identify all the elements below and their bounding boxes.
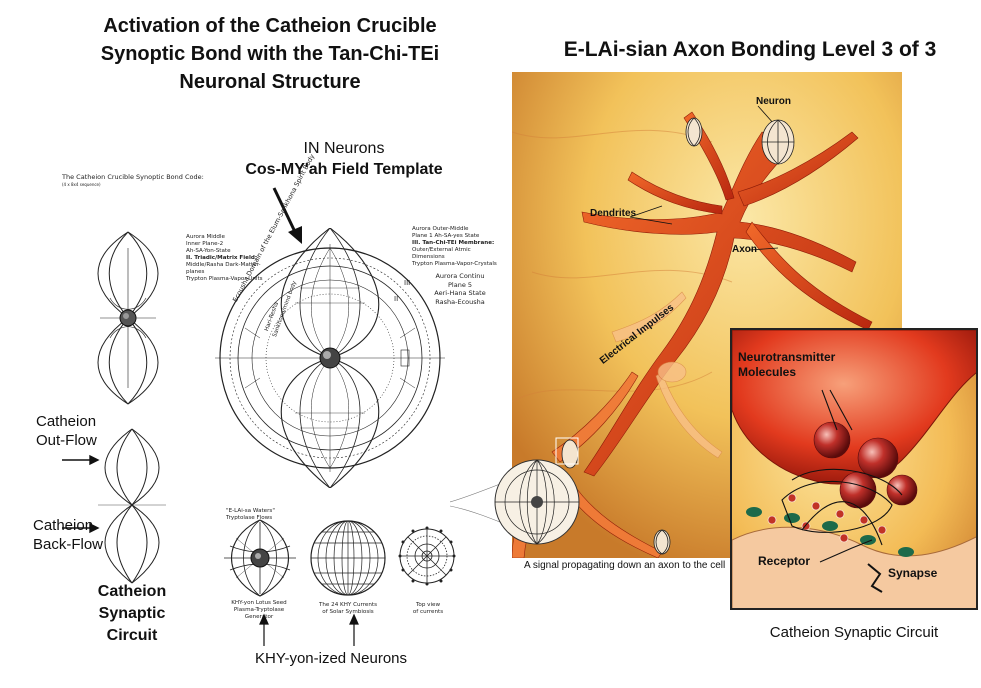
elaisa-waters-note: "E-LAi-sa Waters" Tryptolase Flows <box>226 508 306 522</box>
field-note-left-5: Middle/Rasha Dark-Matter-planes <box>186 262 261 275</box>
bond-code-note: The Catheion Crucible Synoptic Bond Code… <box>62 174 252 188</box>
inset-caption: Catheion Synaptic Circuit <box>769 624 939 641</box>
field-note-mid-1: Aurora Continu <box>435 272 485 280</box>
zoomed-crucible-overlay <box>450 459 580 545</box>
currents-caption-2: of Solar Symbiosis <box>322 609 374 615</box>
lotus-caption-1: KHY-yon Lotus Seed <box>231 600 287 606</box>
catheion-synaptic-circuit-label: Catheion Synaptic Circuit <box>92 581 172 647</box>
field-notes-right-mid: Aurora Continu Plane 5 Aeri-Hana State R… <box>425 272 495 306</box>
catheion-outflow-label: Catheion Out-Flow <box>36 412 97 450</box>
backflow-line-1: Catheion <box>33 517 94 534</box>
circuit-line-2: Synaptic <box>98 605 166 622</box>
circuit-line-3: Circuit <box>106 627 158 644</box>
field-note-right-4: Outer/External Atmic Dimensions <box>412 247 471 260</box>
roman-three: III <box>404 279 411 287</box>
dendrites-label: Dendrites <box>590 208 637 219</box>
top-view-caption-1: Top view <box>415 602 441 608</box>
lotus-caption: KHY-yon Lotus Seed Plasma-Tryptolase Gen… <box>214 600 304 621</box>
nt-line-2: Molecules <box>738 365 797 379</box>
elaisa-note-1: "E-LAi-sa Waters" <box>226 508 275 514</box>
cosmyah-field-diagram <box>215 228 445 488</box>
field-note-left-6: Trypton Plasma-Vapor-Units <box>186 276 263 282</box>
field-note-left-4: II. Triadic/Matrix Field: <box>186 255 258 261</box>
crucible-diagram-upper <box>97 231 159 405</box>
outflow-line-1: Catheion <box>36 413 97 430</box>
main-title: Activation of the Catheion Crucible Syno… <box>60 12 480 96</box>
field-note-mid-2: Plane 5 <box>447 280 473 289</box>
field-notes-right-top: Aurora Outer-Middle Plane 1 Ah-SA-yes St… <box>412 226 504 268</box>
field-note-right-3: III. Tan-Chi-TEi Membrane: <box>412 240 495 246</box>
lotus-caption-2: Plasma-Tryptolase <box>233 607 285 613</box>
bond-code-title: The Catheion Crucible Synoptic Bond Code… <box>62 173 204 181</box>
outflow-line-2: Out-Flow <box>36 432 97 449</box>
flow-arrows <box>62 454 100 534</box>
axon-bonding-title: E-LAi-sian Axon Bonding Level 3 of 3 <box>563 38 937 61</box>
khy-neurons-label: KHY-yon-ized Neurons <box>254 650 408 667</box>
bond-code-subtitle: (4 x 8x4 sequence) <box>62 182 101 187</box>
khy-arrows <box>259 613 359 646</box>
catheion-backflow-label: Catheion Back-Flow <box>33 516 103 554</box>
main-title-line-3: Neuronal Structure <box>179 71 361 93</box>
roman-two: II <box>394 295 399 303</box>
backflow-line-2: Back-Flow <box>33 536 104 553</box>
synapse-label: Synapse <box>888 566 938 580</box>
lotus-caption-3: Generator <box>244 614 274 620</box>
field-note-left-3: Ah-SA-Yon-State <box>186 248 231 254</box>
crucible-diagram-lower <box>98 428 166 584</box>
lotus-seed-generator-diagram <box>224 519 296 597</box>
field-notes-left: Aurora Middle Inner Plane-2 Ah-SA-Yon-St… <box>186 234 276 283</box>
receptor-label: Receptor <box>758 554 811 568</box>
nt-line-1: Neurotransmitter <box>738 350 836 364</box>
pointer-arrow <box>272 187 302 244</box>
field-note-left-1: Aurora Middle <box>186 234 225 240</box>
field-note-right-2: Plane 1 Ah-SA-yes State <box>412 233 480 239</box>
field-note-mid-4: Rasha-Ecousha <box>435 297 485 306</box>
in-neurons-line-2: Cos-MY'ah Field Template <box>245 161 443 178</box>
circuit-line-1: Catheion <box>97 583 167 600</box>
synapse-inset <box>730 328 978 610</box>
field-note-mid-3: Aeri-Hana State <box>434 289 486 297</box>
top-view-currents-diagram <box>398 526 456 586</box>
top-view-caption: Top view of currents <box>398 602 458 616</box>
currents-caption-1: The 24 KHY Currents <box>318 602 378 608</box>
in-neurons-heading: IN Neurons Cos-MY'ah Field Template <box>244 140 444 179</box>
axon-label: Axon <box>732 244 757 255</box>
currents-caption: The 24 KHY Currents of Solar Symbiosis <box>303 602 393 616</box>
field-note-right-1: Aurora Outer-Middle <box>412 226 469 232</box>
neurotransmitter-label: Neurotransmitter Molecules <box>738 350 835 380</box>
main-title-line-1: Activation of the Catheion Crucible <box>103 15 437 37</box>
main-title-line-2: Synoptic Bond with the Tan-Chi-TEi <box>100 43 440 65</box>
photo-caption: A signal propagating down an axon to the… <box>524 560 726 571</box>
field-note-right-5: Trypton Plasma-Vapor-Crystals <box>412 261 497 267</box>
field-note-left-2: Inner Plane-2 <box>186 241 224 247</box>
neuron-label: Neuron <box>756 96 791 107</box>
in-neurons-line-1: IN Neurons <box>303 140 385 157</box>
top-view-caption-2: of currents <box>412 609 444 615</box>
khy-currents-sphere <box>310 520 386 596</box>
elaisa-note-2: Tryptolase Flows <box>226 515 273 521</box>
